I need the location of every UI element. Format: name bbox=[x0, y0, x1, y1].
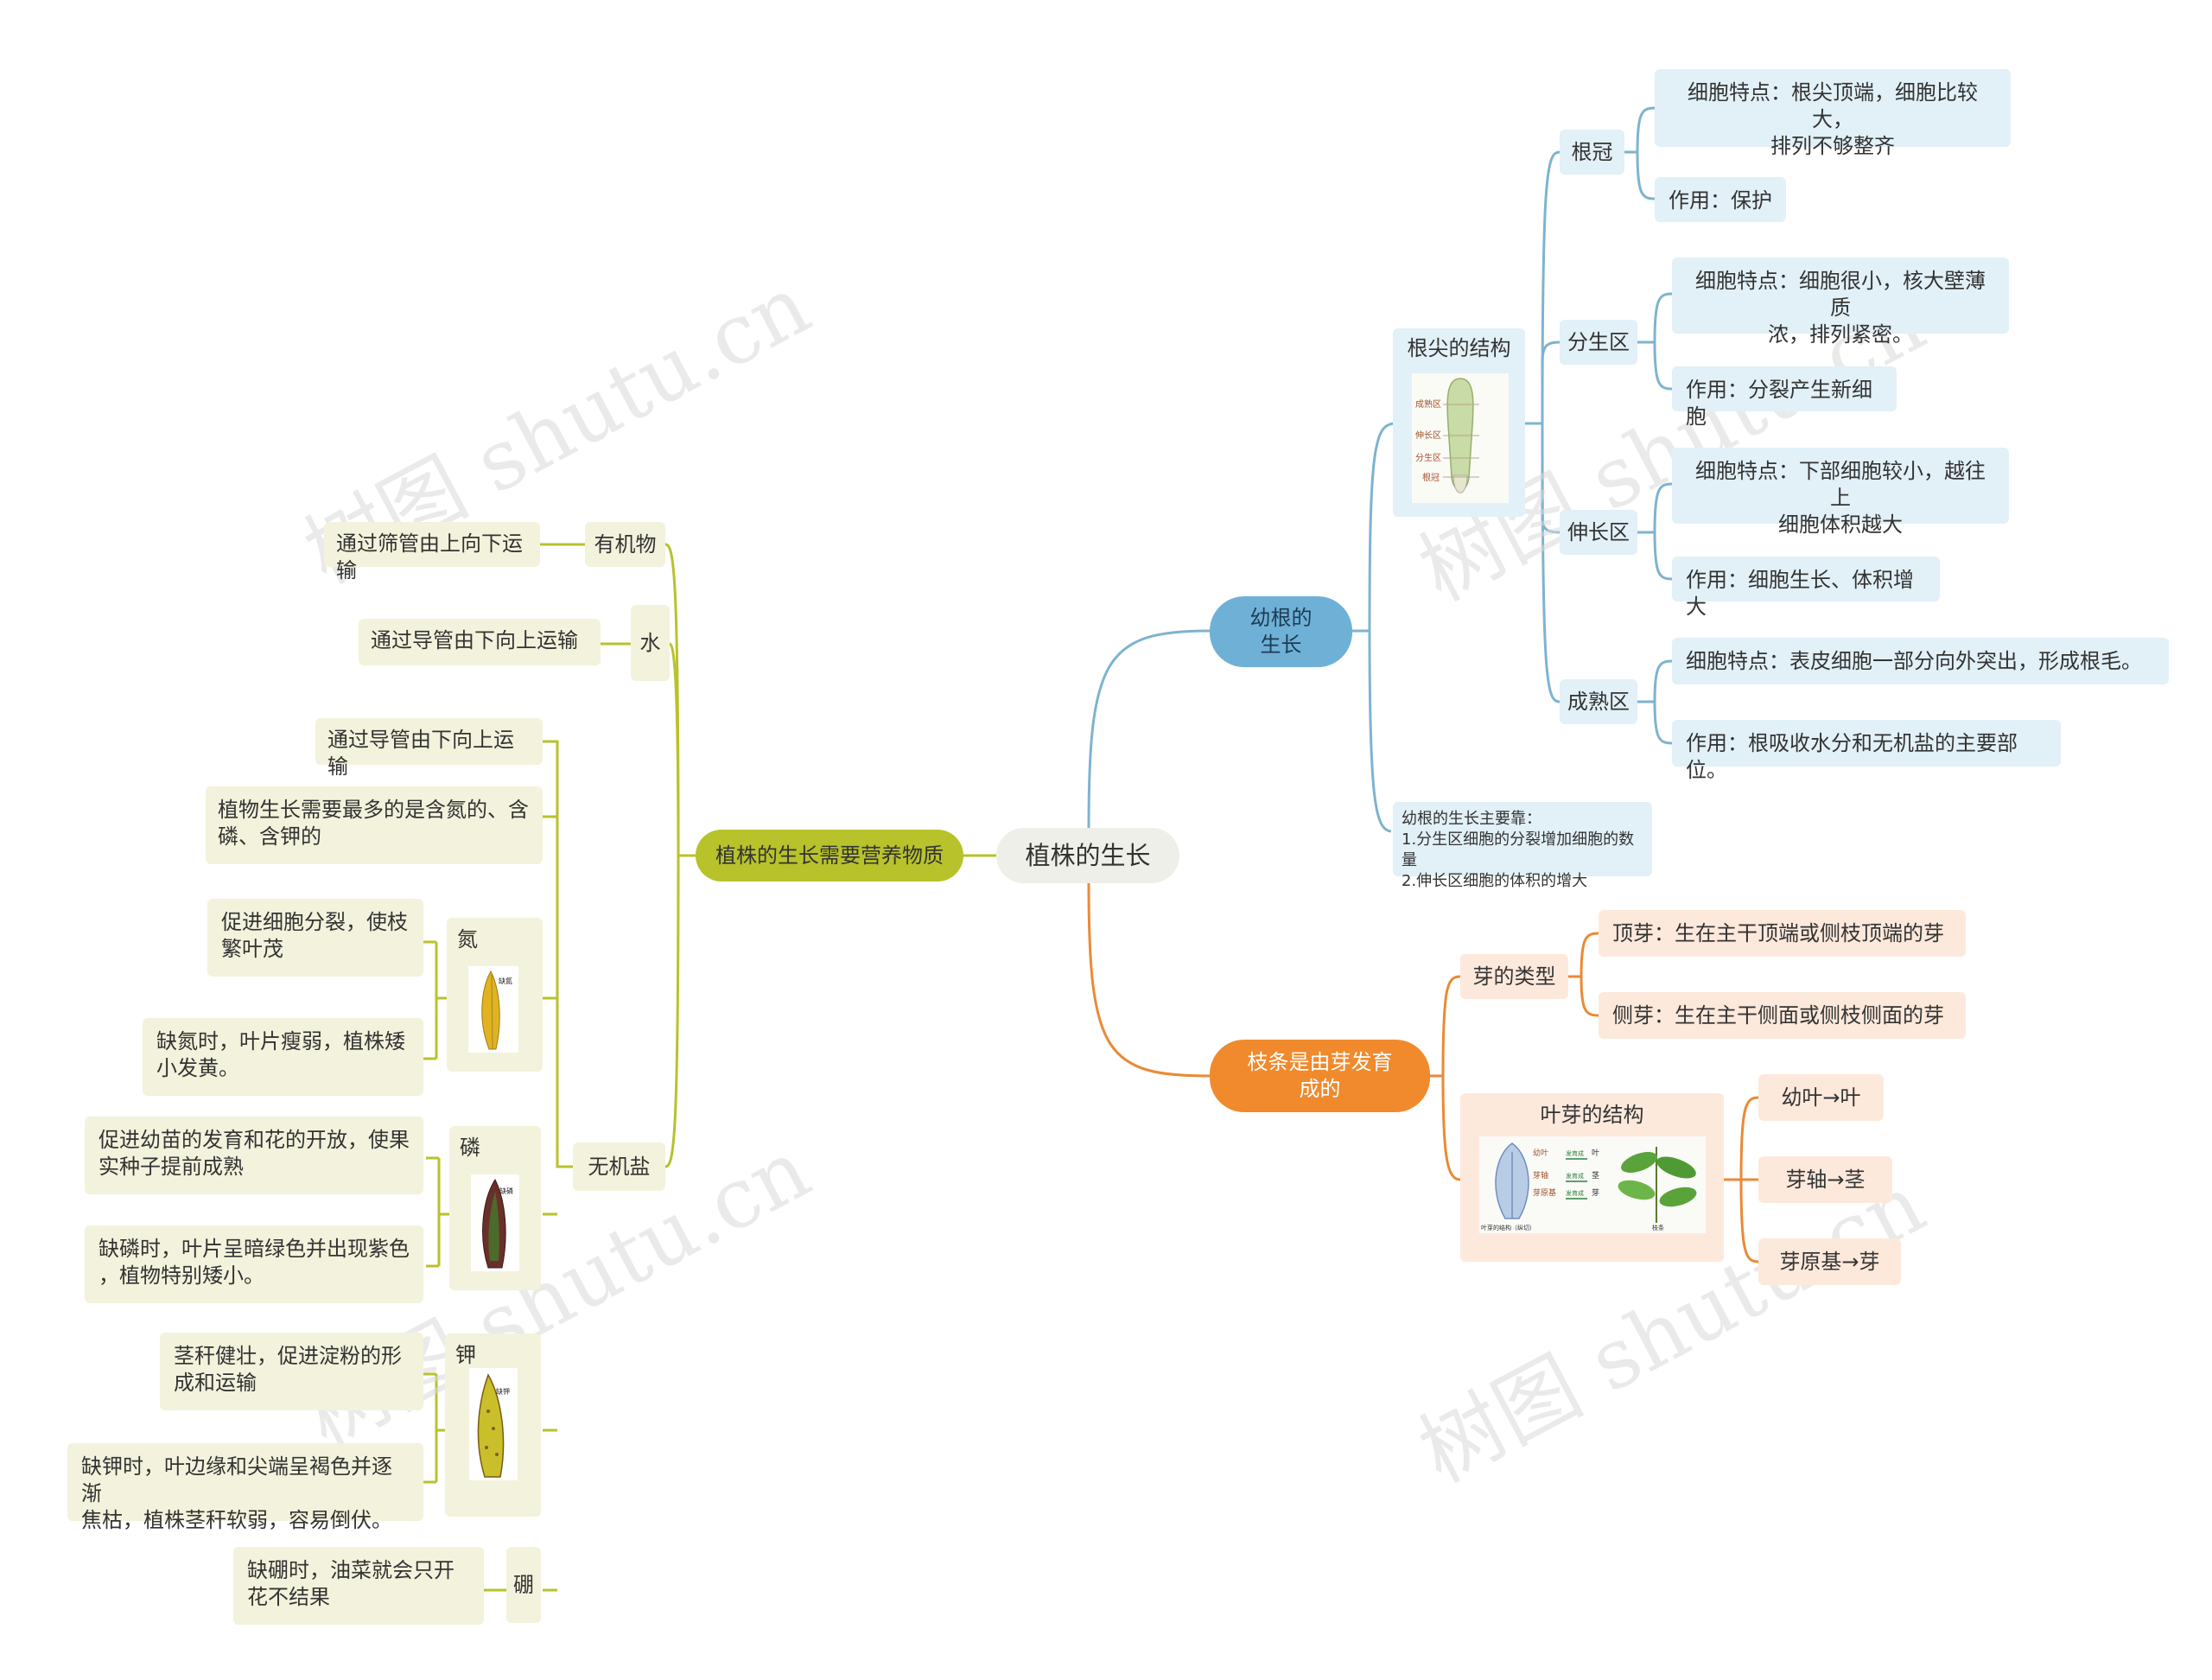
figure-label: 芽轴 bbox=[1533, 1170, 1548, 1180]
zone-feature[interactable]: 细胞特点：细胞很小，核大壁薄质 浓，排列紧密。 bbox=[1672, 258, 2009, 347]
figure-label: 叶 bbox=[1592, 1149, 1599, 1158]
zone-meristem[interactable]: 分生区 bbox=[1560, 320, 1637, 365]
bud-types-node[interactable]: 芽的类型 bbox=[1460, 954, 1568, 999]
zone-function[interactable]: 作用：保护 bbox=[1655, 177, 1786, 222]
zone-function[interactable]: 作用：分裂产生新细胞 bbox=[1672, 366, 1897, 429]
figure-label: 芽 bbox=[1592, 1187, 1599, 1198]
root-node[interactable]: 植株的生长 bbox=[996, 828, 1179, 883]
branch-root-growth[interactable]: 幼根的 生长 bbox=[1210, 596, 1352, 667]
leaf-bud-structure-node[interactable]: 叶芽的结构 幼叶 芽轴 芽原基 发育成 发育成 发育成 叶 茎 芽 叶芽 bbox=[1460, 1093, 1724, 1262]
element-potassium[interactable]: 钾 缺钾 bbox=[445, 1333, 541, 1517]
bud-type-item[interactable]: 侧芽：生在主干侧面或侧枝侧面的芽 bbox=[1599, 992, 1966, 1039]
zone-function[interactable]: 作用：细胞生长、体积增大 bbox=[1672, 557, 1940, 619]
figure-caption: 叶芽的结构（纵切） bbox=[1481, 1224, 1535, 1231]
element-phosphorus[interactable]: 磷 缺磷 bbox=[449, 1126, 541, 1290]
figure-label: 分生区 bbox=[1415, 452, 1441, 463]
element-effect[interactable]: 促进细胞分裂，使枝 繁叶茂 bbox=[207, 899, 423, 977]
root-tip-figure: 成熟区 伸长区 分生区 根冠 bbox=[1412, 373, 1509, 503]
figure-label: 茎 bbox=[1592, 1170, 1599, 1180]
zone-feature[interactable]: 细胞特点：表皮细胞一部分向外突出，形成根毛。 bbox=[1672, 638, 2169, 684]
figure-arrow-label: 发育成 bbox=[1566, 1189, 1584, 1197]
leaf-bud-figure: 幼叶 芽轴 芽原基 发育成 发育成 发育成 叶 茎 芽 叶芽的结构（纵切） 枝条 bbox=[1479, 1136, 1706, 1233]
figure-label: 幼叶 bbox=[1533, 1148, 1548, 1158]
element-effect[interactable]: 缺磷时，叶片呈暗绿色并出现紫色 ，植物特别矮小。 bbox=[85, 1225, 423, 1303]
bud-type-item[interactable]: 顶芽：生在主干顶端或侧枝顶端的芽 bbox=[1599, 910, 1966, 957]
root-tip-structure-node[interactable]: 根尖的结构 成熟区 伸长区 分生区 根冠 bbox=[1393, 328, 1525, 517]
water-desc[interactable]: 通过导管由下向上运输 bbox=[359, 619, 601, 665]
figure-label: 缺磷 bbox=[499, 1187, 513, 1195]
leaf-bud-mapping[interactable]: 芽原基→芽 bbox=[1758, 1238, 1901, 1285]
nitrogen-deficiency-leaf-figure: 缺氮 bbox=[468, 966, 518, 1053]
figure-label: 伸长区 bbox=[1415, 430, 1441, 441]
element-boron[interactable]: 硼 bbox=[506, 1547, 541, 1623]
mineral-desc[interactable]: 通过导管由下向上运输 bbox=[315, 718, 543, 779]
mineral-desc[interactable]: 植物生长需要最多的是含氮的、含 磷、含钾的 bbox=[206, 786, 543, 864]
element-name: 钾 bbox=[455, 1343, 476, 1367]
zone-feature[interactable]: 细胞特点：下部细胞较小，越往上 细胞体积越大 bbox=[1672, 448, 2009, 537]
organic-matter-desc[interactable]: 通过筛管由上向下运输 bbox=[324, 522, 540, 582]
figure-caption: 枝条 bbox=[1652, 1224, 1664, 1231]
element-effect[interactable]: 缺硼时，油菜就会只开 花不结果 bbox=[233, 1547, 484, 1625]
element-name: 氮 bbox=[457, 927, 478, 951]
branch-shoot-from-bud[interactable]: 枝条是由芽发育 成的 bbox=[1210, 1040, 1430, 1112]
zone-elongation[interactable]: 伸长区 bbox=[1560, 510, 1637, 555]
root-growth-note[interactable]: 幼根的生长主要靠： 1.分生区细胞的分裂增加细胞的数量 2.伸长区细胞的体积的增… bbox=[1393, 802, 1652, 890]
zone-root-cap[interactable]: 根冠 bbox=[1560, 130, 1624, 175]
leaf-bud-structure-title: 叶芽的结构 bbox=[1540, 1103, 1644, 1127]
figure-label: 根冠 bbox=[1422, 472, 1440, 483]
element-name: 磷 bbox=[460, 1136, 480, 1160]
figure-label: 成熟区 bbox=[1415, 398, 1441, 410]
figure-label: 缺钾 bbox=[496, 1387, 510, 1396]
phosphorus-deficiency-leaf-figure: 缺磷 bbox=[471, 1174, 519, 1271]
element-effect[interactable]: 茎秆健壮，促进淀粉的形 成和运输 bbox=[160, 1333, 423, 1410]
figure-label: 芽原基 bbox=[1533, 1187, 1556, 1198]
leaf-bud-mapping[interactable]: 芽轴→茎 bbox=[1758, 1156, 1892, 1203]
root-tip-structure-title: 根尖的结构 bbox=[1407, 336, 1511, 360]
water-node[interactable]: 水 bbox=[631, 605, 670, 681]
organic-matter-node[interactable]: 有机物 bbox=[585, 522, 665, 567]
figure-label: 缺氮 bbox=[499, 977, 512, 985]
zone-feature[interactable]: 细胞特点：根尖顶端，细胞比较大， 排列不够整齐 bbox=[1655, 69, 2011, 158]
figure-arrow-label: 发育成 bbox=[1566, 1172, 1584, 1180]
zone-function[interactable]: 作用：根吸收水分和无机盐的主要部位。 bbox=[1672, 720, 2061, 782]
element-effect[interactable]: 缺钾时，叶边缘和尖端呈褐色并逐渐 焦枯，植株茎秆软弱，容易倒伏。 bbox=[67, 1443, 423, 1532]
element-nitrogen[interactable]: 氮 缺氮 bbox=[447, 918, 543, 1072]
mineral-salts-node[interactable]: 无机盐 bbox=[573, 1142, 665, 1191]
figure-arrow-label: 发育成 bbox=[1566, 1149, 1584, 1157]
potassium-deficiency-leaf-figure: 缺钾 bbox=[469, 1368, 518, 1480]
element-effect[interactable]: 促进幼苗的发育和花的开放，使果 实种子提前成熟 bbox=[85, 1117, 423, 1194]
element-effect[interactable]: 缺氮时，叶片瘦弱，植株矮 小发黄。 bbox=[143, 1018, 423, 1096]
zone-maturation[interactable]: 成熟区 bbox=[1560, 679, 1637, 724]
leaf-bud-mapping[interactable]: 幼叶→叶 bbox=[1758, 1074, 1884, 1121]
branch-nutrition[interactable]: 植株的生长需要营养物质 bbox=[696, 830, 963, 881]
